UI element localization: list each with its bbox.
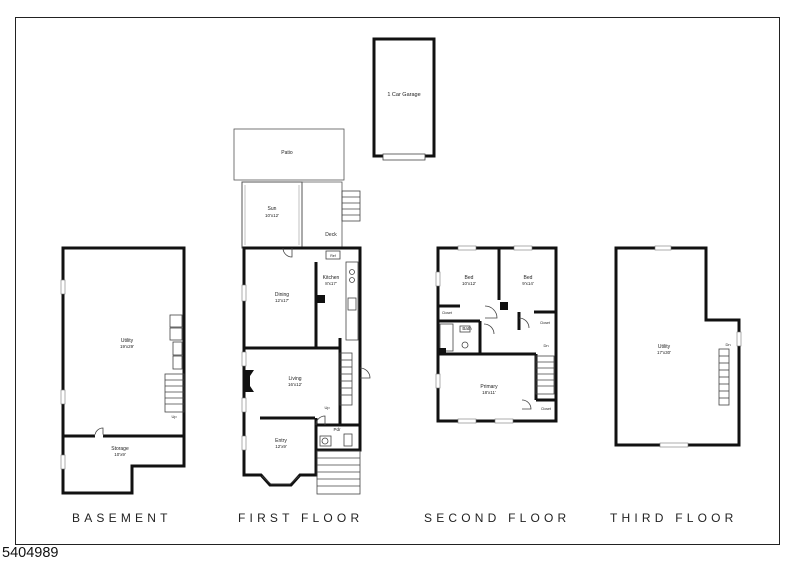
closet-label-3: Closet: [541, 407, 551, 411]
second-floor-plan: Bed 10'x12' Bed 9'x14' Closet Closet Clo…: [435, 245, 558, 424]
bath-label: Bath: [462, 326, 472, 331]
entry-name: Entry: [275, 438, 287, 444]
first-floor-plan: Patio Sun 10'x12' Deck: [233, 128, 371, 495]
floor-title-third-floor: THIRD FLOOR: [610, 511, 738, 525]
living-name: Living: [288, 376, 301, 382]
storage-name: Storage: [111, 446, 129, 452]
third-floor-plan: Dn Utility 17'x30': [614, 245, 742, 448]
bed2-name: Bed: [524, 275, 533, 281]
dining-name: Dining: [275, 292, 289, 298]
basement-up-label: Up: [171, 414, 177, 419]
utility-third-name: Utility: [658, 344, 671, 350]
plan-frame: [15, 17, 780, 545]
bed1-size: 10'x12': [462, 281, 476, 286]
listing-id: 5404989: [2, 545, 59, 561]
utility-basement-name: Utility: [121, 338, 134, 344]
garage: 1 Car Garage: [372, 37, 436, 161]
closet-label-2: Closet: [540, 321, 550, 325]
utility-third-size: 17'x30': [657, 350, 671, 355]
entry-size: 12'x9': [275, 444, 287, 449]
ref-label: Ref: [330, 254, 335, 258]
bed1-name: Bed: [465, 275, 474, 281]
living-size: 16'x12': [288, 382, 302, 387]
third-floor-dn-label: Dn: [725, 342, 730, 347]
sun-size: 10'x12': [265, 213, 279, 218]
basement-plan: Up Utility 19'x29' Storage 10'x9': [60, 246, 186, 495]
closet-label-1: Closet: [442, 311, 452, 315]
floor-title-second-floor: SECOND FLOOR: [424, 511, 571, 525]
floor-title-basement: BASEMENT: [72, 511, 172, 525]
patio-label: Patio: [281, 150, 293, 156]
bed2-size: 9'x14': [522, 281, 534, 286]
primary-size: 18'x11': [482, 390, 496, 395]
first-floor-up-label: Up: [324, 405, 330, 410]
sun-name: Sun: [268, 206, 277, 212]
primary-name: Primary: [480, 384, 498, 390]
floor-title-first-floor: FIRST FLOOR: [238, 511, 364, 525]
garage-label: 1 Car Garage: [387, 92, 420, 98]
dining-size: 12'x17': [275, 298, 289, 303]
second-floor-dn-label: Dn: [543, 343, 548, 348]
kitchen-size: 8'x17': [325, 281, 337, 286]
pdr-label: Pdr: [333, 427, 341, 432]
deck-label: Deck: [325, 232, 337, 238]
storage-size: 10'x9': [114, 452, 126, 457]
utility-basement-size: 19'x29': [120, 344, 134, 349]
kitchen-name: Kitchen: [323, 275, 340, 281]
